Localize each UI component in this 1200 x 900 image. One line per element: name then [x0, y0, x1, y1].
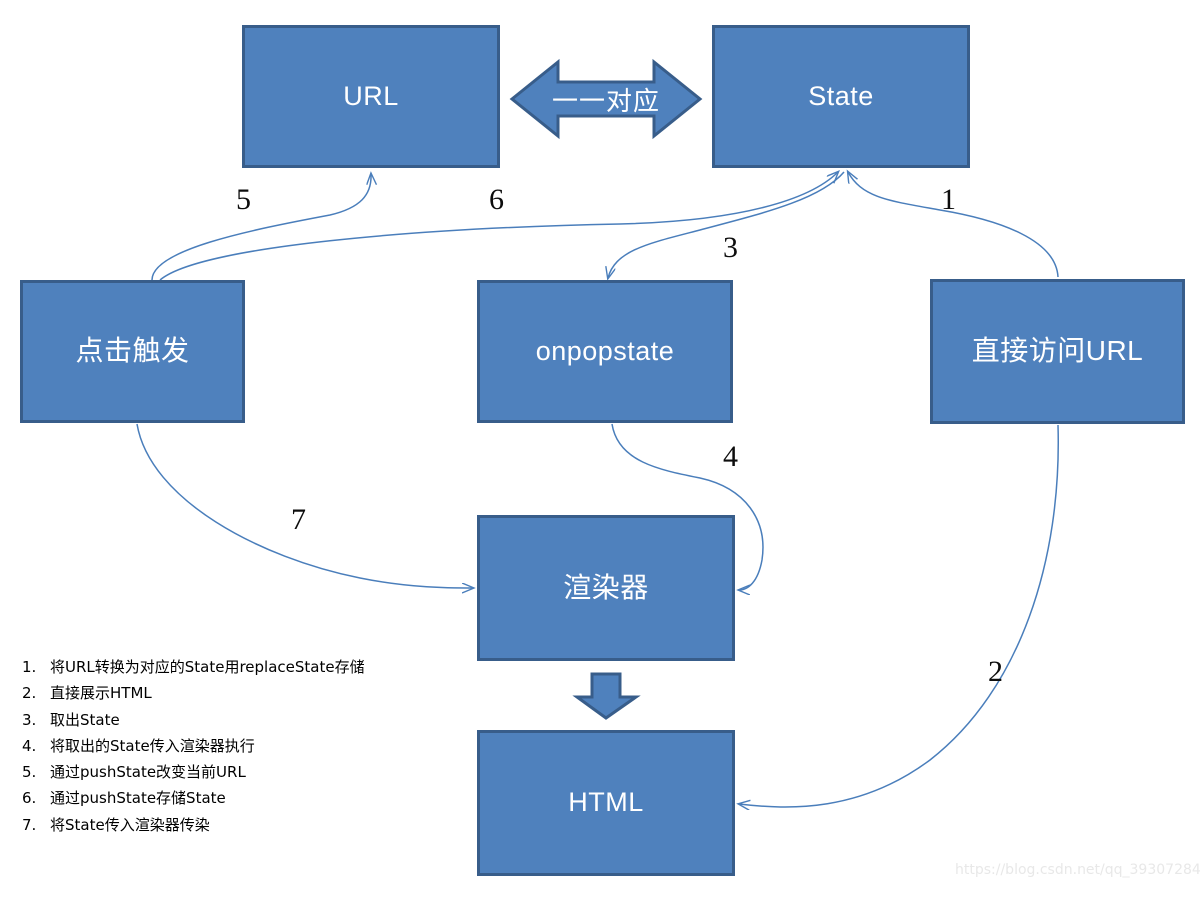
bidirectional-arrow-label: 一一对应 [551, 85, 660, 116]
node-url[interactable]: URL [242, 25, 500, 168]
legend-item-number: 2. [22, 684, 37, 703]
node-html[interactable]: HTML [477, 730, 735, 876]
legend-item: 2. 直接展示HTML [22, 684, 462, 703]
legend-item-number: 6. [22, 789, 37, 808]
legend-item-number: 5. [22, 763, 37, 781]
legend-item-text: 通过pushState改变当前URL [50, 763, 246, 781]
legend-item-text: 将State传入渲染器传染 [50, 815, 210, 834]
edge-label-3: 3 [723, 231, 738, 264]
edge-label-4: 4 [723, 440, 738, 473]
node-onpopstate-label: onpopstate [535, 335, 675, 366]
edge-label-7: 7 [291, 503, 306, 536]
node-click-trigger[interactable]: 点击触发 [20, 280, 245, 423]
node-click-trigger-label: 点击触发 [75, 335, 190, 367]
node-url-label: URL [343, 80, 399, 111]
node-direct-visit-url-label: 直接访问URL [971, 335, 1144, 367]
legend-list: 1. 将URL转换为对应的State用replaceState存储 2. 直接展… [22, 658, 462, 843]
node-renderer-label: 渲染器 [563, 571, 649, 603]
legend-item-number: 1. [22, 658, 37, 676]
legend-item: 3. 取出State [22, 710, 462, 729]
legend-item-number: 7. [22, 815, 37, 834]
legend-item: 4. 将取出的State传入渲染器执行 [22, 736, 462, 755]
watermark: https://blog.csdn.net/qq_39307284 [955, 862, 1200, 878]
legend-item-text: 将URL转换为对应的State用replaceState存储 [50, 658, 365, 676]
legend-item-number: 3. [22, 710, 37, 729]
edge-label-5: 5 [236, 183, 251, 216]
legend-item: 1. 将URL转换为对应的State用replaceState存储 [22, 658, 462, 676]
node-html-label: HTML [568, 787, 644, 818]
node-onpopstate[interactable]: onpopstate [477, 280, 733, 423]
node-direct-visit-url[interactable]: 直接访问URL [930, 279, 1185, 424]
legend-item-text: 将取出的State传入渲染器执行 [50, 736, 255, 755]
block-arrow-down [572, 672, 641, 720]
node-renderer[interactable]: 渲染器 [477, 515, 735, 661]
legend-item: 7. 将State传入渲染器传染 [22, 815, 462, 834]
edge-5-path [151, 174, 371, 282]
edge-label-1: 1 [941, 183, 956, 216]
legend-item: 5. 通过pushState改变当前URL [22, 763, 462, 781]
node-state-label: State [808, 80, 874, 111]
legend-item: 6. 通过pushState存储State [22, 789, 462, 808]
edge-label-2: 2 [988, 655, 1003, 688]
bidirectional-arrow-label-wrap: 一一对应 [512, 76, 700, 122]
edge-2-path [739, 424, 1060, 807]
edge-label-6: 6 [489, 183, 504, 216]
legend-item-text: 通过pushState存储State [50, 789, 226, 808]
legend-item-text: 取出State [50, 710, 120, 729]
legend-item-number: 4. [22, 736, 37, 755]
node-state[interactable]: State [712, 25, 970, 168]
legend-item-text: 直接展示HTML [50, 684, 152, 703]
